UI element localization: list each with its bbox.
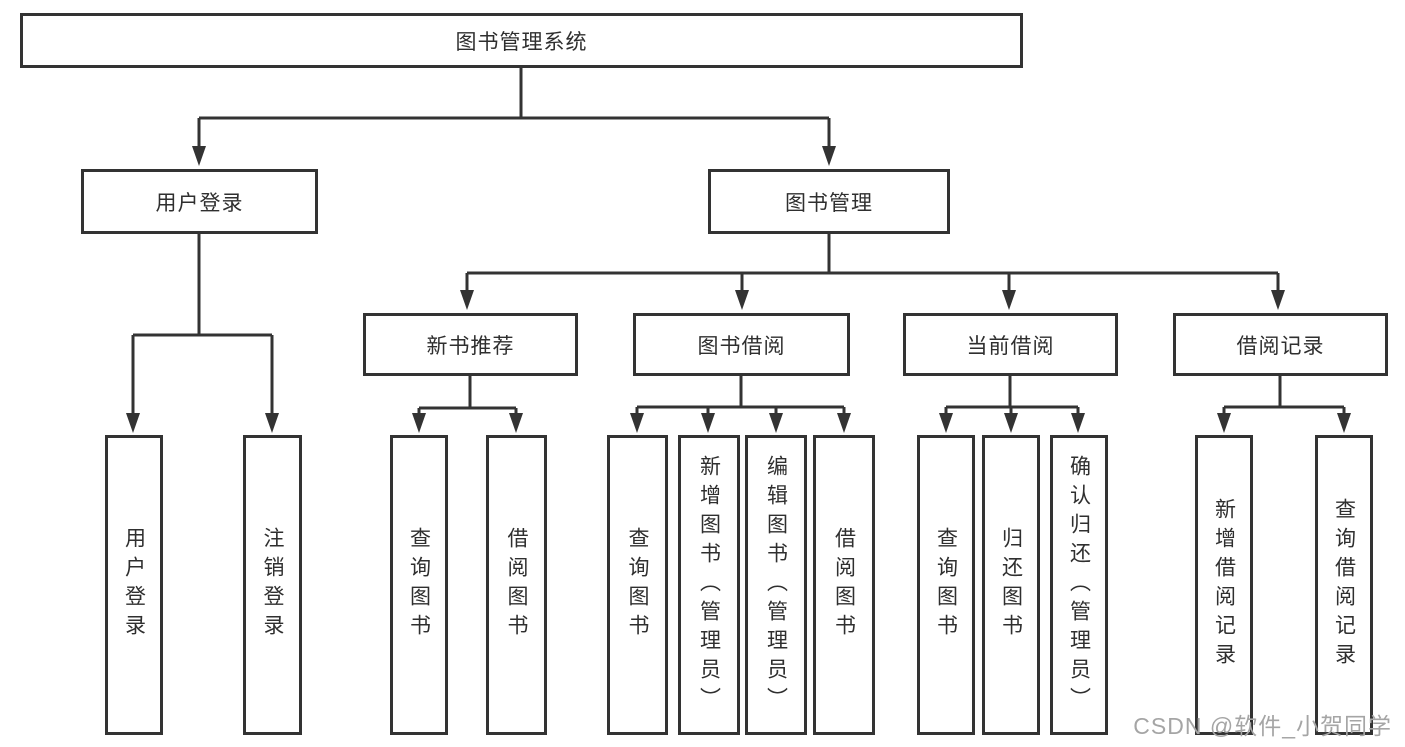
node-user-login: 用户登录 bbox=[81, 169, 318, 234]
leaf-br-add-record-label: 新增借阅记录 bbox=[1212, 498, 1236, 672]
leaf-br-query-record: 查询借阅记录 bbox=[1315, 435, 1373, 735]
leaf-rec-query-books: 查询图书 bbox=[390, 435, 448, 735]
arrowheads bbox=[126, 146, 1351, 433]
leaf-bb-borrow-books-label: 借阅图书 bbox=[832, 527, 856, 643]
leaf-cb-confirm-return-admin: 确认归还（管理员） bbox=[1050, 435, 1108, 735]
leaf-bb-add-books-admin-label: 新增图书（管理员） bbox=[697, 454, 721, 716]
leaf-user-login: 用户登录 bbox=[105, 435, 163, 735]
node-book-management: 图书管理 bbox=[708, 169, 950, 234]
leaf-cb-query-books-label: 查询图书 bbox=[934, 527, 958, 643]
leaf-bb-add-books-admin: 新增图书（管理员） bbox=[678, 435, 740, 735]
leaf-br-add-record: 新增借阅记录 bbox=[1195, 435, 1253, 735]
node-new-book-recommend: 新书推荐 bbox=[363, 313, 578, 376]
leaf-cb-query-books: 查询图书 bbox=[917, 435, 975, 735]
leaf-cb-confirm-return-admin-label: 确认归还（管理员） bbox=[1067, 454, 1091, 716]
leaf-logout: 注销登录 bbox=[243, 435, 302, 735]
node-borrow-records: 借阅记录 bbox=[1173, 313, 1388, 376]
leaf-bb-edit-books-admin: 编辑图书（管理员） bbox=[745, 435, 807, 735]
leaf-bb-borrow-books: 借阅图书 bbox=[813, 435, 875, 735]
leaf-cb-return-books-label: 归还图书 bbox=[999, 527, 1023, 643]
leaf-rec-borrow-books: 借阅图书 bbox=[486, 435, 547, 735]
leaf-bb-query-books-label: 查询图书 bbox=[626, 527, 649, 643]
leaf-br-query-record-label: 查询借阅记录 bbox=[1332, 498, 1356, 672]
leaf-bb-query-books: 查询图书 bbox=[607, 435, 668, 735]
leaf-bb-edit-books-admin-label: 编辑图书（管理员） bbox=[764, 454, 788, 716]
node-root-library-system: 图书管理系统 bbox=[20, 13, 1023, 68]
leaf-rec-query-books-label: 查询图书 bbox=[407, 527, 431, 643]
leaf-user-login-label: 用户登录 bbox=[122, 527, 146, 643]
csdn-watermark: CSDN @软件_小贺同学 bbox=[1133, 713, 1392, 739]
leaf-rec-borrow-books-label: 借阅图书 bbox=[505, 527, 528, 643]
node-book-borrowing: 图书借阅 bbox=[633, 313, 850, 376]
leaf-cb-return-books: 归还图书 bbox=[982, 435, 1040, 735]
node-current-borrowing: 当前借阅 bbox=[903, 313, 1118, 376]
leaf-logout-label: 注销登录 bbox=[261, 527, 284, 643]
